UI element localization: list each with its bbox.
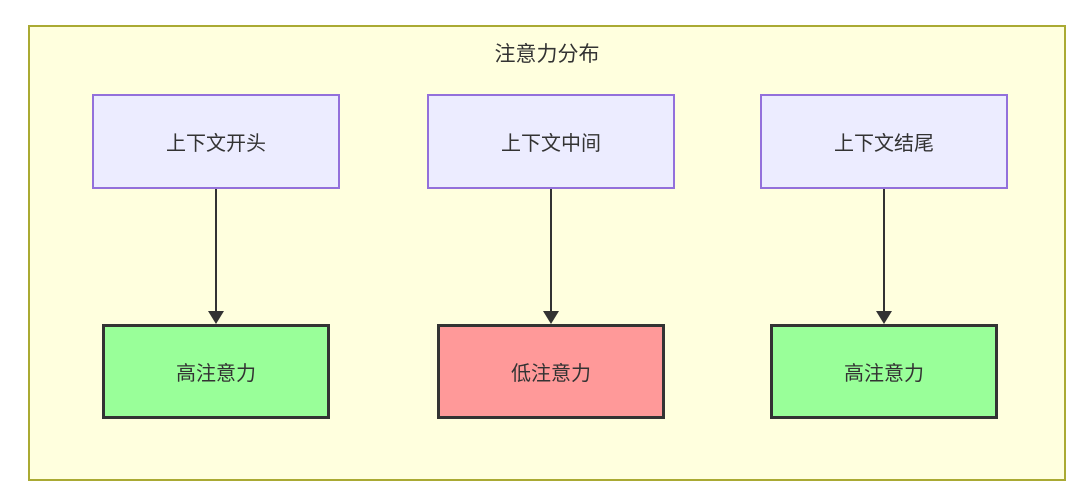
- arrow-middle-to-low: [543, 189, 559, 324]
- arrowhead-down-icon: [876, 311, 892, 324]
- node-high-attention-right-label: 高注意力: [844, 363, 924, 385]
- arrow-line: [215, 189, 217, 311]
- node-context-end: 上下文结尾: [760, 94, 1008, 189]
- arrowhead-down-icon: [208, 311, 224, 324]
- node-context-middle: 上下文中间: [427, 94, 675, 189]
- node-context-start-label: 上下文开头: [166, 133, 266, 155]
- node-context-start: 上下文开头: [92, 94, 340, 189]
- node-context-middle-label: 上下文中间: [501, 133, 601, 155]
- arrowhead-down-icon: [543, 311, 559, 324]
- arrow-end-to-high: [876, 189, 892, 324]
- arrow-line: [883, 189, 885, 311]
- flow-column-context-middle: 上下文中间 低注意力: [427, 94, 675, 419]
- node-high-attention-left-label: 高注意力: [176, 363, 256, 385]
- node-low-attention: 低注意力: [437, 324, 665, 419]
- flow-column-context-end: 上下文结尾 高注意力: [760, 94, 1008, 419]
- node-context-end-label: 上下文结尾: [834, 133, 934, 155]
- node-high-attention-right: 高注意力: [770, 324, 998, 419]
- diagram-title: 注意力分布: [494, 43, 600, 66]
- flow-column-context-start: 上下文开头 高注意力: [92, 94, 340, 419]
- arrow-line: [550, 189, 552, 311]
- arrow-start-to-high: [208, 189, 224, 324]
- node-low-attention-label: 低注意力: [511, 363, 591, 385]
- attention-distribution-cluster: 注意力分布 上下文开头 高注意力 上下文中间 低注意力 上下文结尾: [28, 25, 1066, 481]
- node-high-attention-left: 高注意力: [102, 324, 330, 419]
